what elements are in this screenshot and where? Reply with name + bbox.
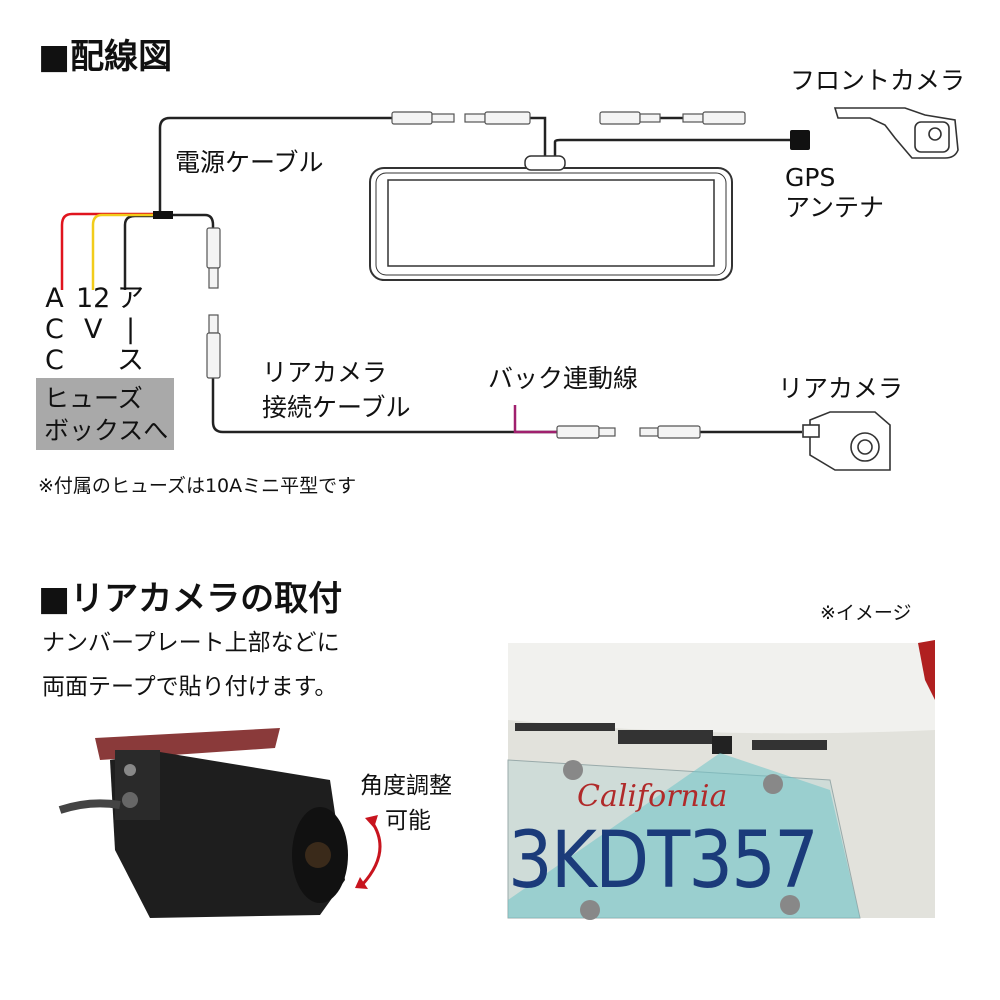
gps-wire	[553, 138, 790, 160]
gps-antenna	[790, 130, 810, 150]
arrow-head-bottom	[355, 877, 368, 889]
front-camera	[833, 107, 959, 159]
rear-camera	[802, 411, 891, 471]
camera-photo	[58, 728, 348, 918]
mounting-title: ■リアカメラの取付	[38, 579, 343, 619]
mirror	[369, 155, 733, 281]
fuse-box-label: ヒューズ ボックスへ	[36, 378, 174, 450]
ground-label: ア | ス	[117, 283, 144, 376]
acc-wire	[60, 212, 155, 290]
reverse-line-label: バック連動線	[488, 364, 639, 393]
rear-branch-wire	[172, 213, 215, 230]
mounting-desc-line2: 両面テープで貼り付けます。	[42, 674, 338, 700]
rear-cable-wire	[211, 378, 557, 434]
ground-wire	[123, 214, 155, 290]
fuse-box-line2: ボックスへ	[44, 416, 169, 445]
angle-arrow	[360, 821, 382, 887]
reverse-wire	[513, 405, 557, 434]
power-cable-wire	[158, 116, 392, 215]
front-camera-label: フロントカメラ	[790, 66, 966, 95]
mounting-desc-line1: ナンバープレート上部などに	[42, 630, 340, 656]
wiring-title: ■配線図	[38, 37, 173, 77]
junction-block	[153, 211, 173, 219]
gps-label-line1: GPS	[785, 163, 836, 192]
angle-label-line1: 角度調整	[360, 773, 452, 799]
plate-state: California	[577, 779, 728, 814]
rear-cable-label-line1: リアカメラ	[262, 358, 388, 387]
12v-wire	[91, 213, 155, 290]
wiring-diagram	[60, 107, 959, 471]
rear-camera-label: リアカメラ	[778, 374, 904, 403]
gps-label-line2: アンテナ	[785, 193, 885, 222]
arrow-head-top	[365, 815, 378, 828]
connectors	[206, 111, 746, 439]
power-cable-label: 電源ケーブル	[175, 148, 324, 177]
fuse-note: ※付属のヒューズは10Aミニ平型です	[38, 475, 357, 497]
fuse-box-line1: ヒューズ	[44, 384, 143, 413]
12v-label: 12 V	[76, 283, 111, 345]
acc-label: A C C	[45, 283, 64, 376]
angle-label-line2: 可能	[385, 808, 431, 834]
mirror-power-wire	[530, 116, 547, 160]
plate-number: 3KDT357	[508, 816, 819, 906]
rear-cable-label-line2: 接続ケーブル	[262, 393, 411, 422]
image-note: ※イメージ	[820, 602, 912, 624]
